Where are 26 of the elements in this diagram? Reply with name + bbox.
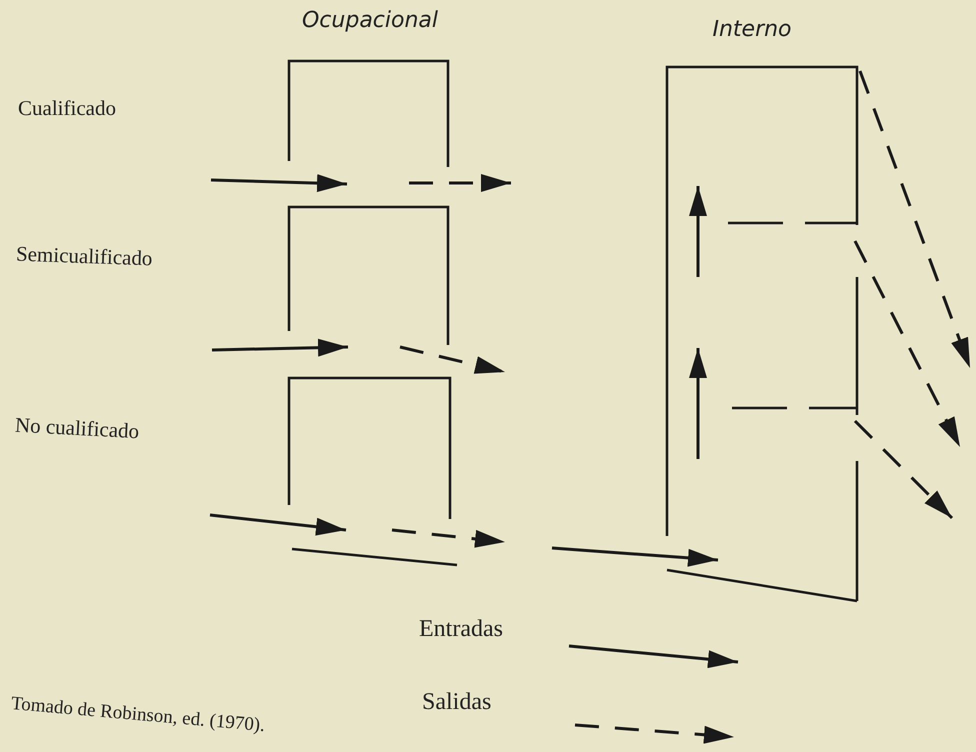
legend-label: Entradas xyxy=(419,617,503,641)
arrow xyxy=(392,528,506,548)
market-level xyxy=(665,415,860,603)
row-label: Semicualificado xyxy=(16,244,153,270)
market-box xyxy=(287,205,451,347)
source-caption: Tomado de Robinson, ed. (1970). xyxy=(10,694,266,736)
market-level xyxy=(665,65,860,225)
arrow xyxy=(210,174,348,192)
arrow xyxy=(409,174,511,192)
column-heading: Ocupacional xyxy=(302,10,438,32)
arrow xyxy=(854,420,954,520)
arrow xyxy=(552,546,718,567)
legend-label: Salidas xyxy=(422,690,492,714)
row-label: No cualificado xyxy=(14,414,140,442)
arrow xyxy=(689,186,707,277)
market-box xyxy=(665,65,860,603)
arrow xyxy=(858,70,972,369)
arrow xyxy=(689,348,707,459)
arrow xyxy=(212,338,348,357)
market-box xyxy=(287,376,459,568)
arrow xyxy=(854,240,962,448)
row-label: Cualificado xyxy=(18,98,116,119)
arrow xyxy=(210,514,346,536)
column-heading: Interno xyxy=(712,19,792,41)
arrow xyxy=(400,346,506,374)
market-level xyxy=(665,225,860,415)
